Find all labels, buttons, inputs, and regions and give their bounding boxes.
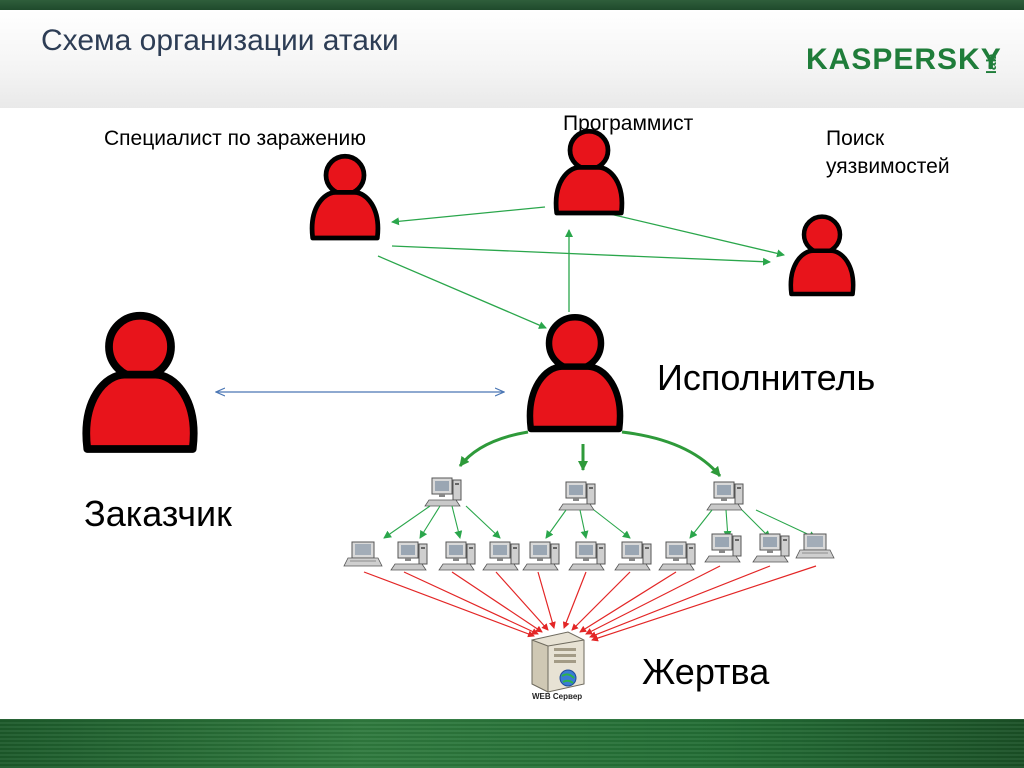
slide-header xyxy=(0,10,1024,108)
role-label-infection-specialist: Специалист по заражению xyxy=(104,127,366,150)
bot-10-icon xyxy=(752,533,790,563)
web-server-icon xyxy=(531,631,585,693)
bot-8-icon xyxy=(658,541,696,571)
person-customer-icon xyxy=(86,316,193,449)
bot-2-icon xyxy=(390,541,428,571)
attack-links xyxy=(363,565,817,642)
link-infection-to-vuln xyxy=(391,245,771,266)
person-infection-specialist-icon xyxy=(312,156,378,238)
bot-3-icon xyxy=(438,541,476,571)
bot-links xyxy=(383,505,817,539)
person-programmer-icon xyxy=(556,131,622,213)
role-label-vuln-search-line1: Поиск xyxy=(826,127,885,150)
top-bar xyxy=(0,0,1024,10)
role-label-executor: Исполнитель xyxy=(657,357,876,398)
person-executor-icon xyxy=(530,317,620,429)
link-programmer-to-vuln xyxy=(609,213,785,258)
bot-11-icon xyxy=(795,533,835,559)
role-label-vuln-search-line2: уязвимостей xyxy=(826,155,950,178)
bot-1-icon xyxy=(343,541,383,567)
kaspersky-logo: KASPERSKY lab xyxy=(806,43,1002,76)
bot-9-icon xyxy=(704,533,742,563)
link-executor-to-pc3 xyxy=(621,430,722,477)
relay-pc-2-icon xyxy=(558,481,596,511)
logo-sub: lab xyxy=(983,54,999,74)
link-infection-to-executor xyxy=(377,255,547,329)
relay-pc-1-icon xyxy=(424,477,462,507)
role-label-customer: Заказчик xyxy=(84,493,232,534)
logo-text: KASPERSKY xyxy=(806,43,1002,76)
bot-4-icon xyxy=(482,541,520,571)
link-executor-to-pc1 xyxy=(458,430,529,467)
slide-title: Схема организации атаки xyxy=(41,24,399,57)
person-vuln-search-icon xyxy=(791,217,853,294)
role-label-programmer: Программист xyxy=(563,112,694,135)
relay-pc-3-icon xyxy=(706,481,744,511)
slide-footer xyxy=(0,719,1024,768)
bot-5-icon xyxy=(522,541,560,571)
bot-7-icon xyxy=(614,541,652,571)
bot-6-icon xyxy=(568,541,606,571)
link-programmer-to-infection xyxy=(391,206,546,226)
web-server-label: WEB Сервер xyxy=(532,692,582,701)
role-label-victim: Жертва xyxy=(642,651,770,692)
